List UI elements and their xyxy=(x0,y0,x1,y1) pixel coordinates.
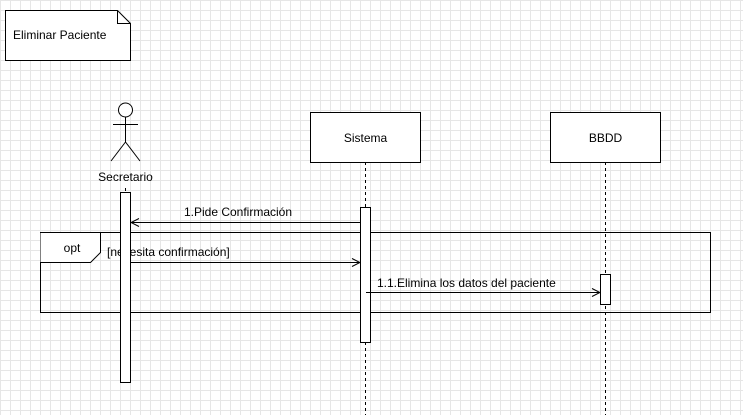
message-pide-confirmacion[interactable]: 1.Pide Confirmación xyxy=(131,205,360,223)
activation-bbdd[interactable] xyxy=(600,274,611,305)
message-elimina-datos[interactable]: 1.1.Elimina los datos del paciente xyxy=(366,276,600,293)
opt-fragment[interactable]: opt [necesita confirmación] xyxy=(40,232,711,313)
participant-bbdd[interactable]: BBDD xyxy=(550,112,661,163)
activation-sistema[interactable] xyxy=(360,207,371,343)
actor-secretario[interactable]: Secretario xyxy=(98,102,153,184)
diagram-note[interactable]: Eliminar Paciente xyxy=(5,10,131,61)
activation-secretario[interactable] xyxy=(120,192,131,383)
message-pide-confirmacion-label: 1.Pide Confirmación xyxy=(184,205,292,219)
actor-right-leg xyxy=(125,141,141,162)
actor-head-icon xyxy=(118,102,133,118)
actor-label: Secretario xyxy=(98,170,153,184)
actor-left-leg xyxy=(110,141,126,162)
fragment-guard: [necesita confirmación] xyxy=(107,245,230,259)
participant-bbdd-label: BBDD xyxy=(589,131,623,145)
participant-sistema-label: Sistema xyxy=(344,131,388,145)
fragment-operator: opt xyxy=(64,241,81,255)
message-elimina-datos-label: 1.1.Elimina los datos del paciente xyxy=(377,276,556,290)
note-text: Eliminar Paciente xyxy=(13,28,107,42)
participant-sistema[interactable]: Sistema xyxy=(310,112,421,163)
